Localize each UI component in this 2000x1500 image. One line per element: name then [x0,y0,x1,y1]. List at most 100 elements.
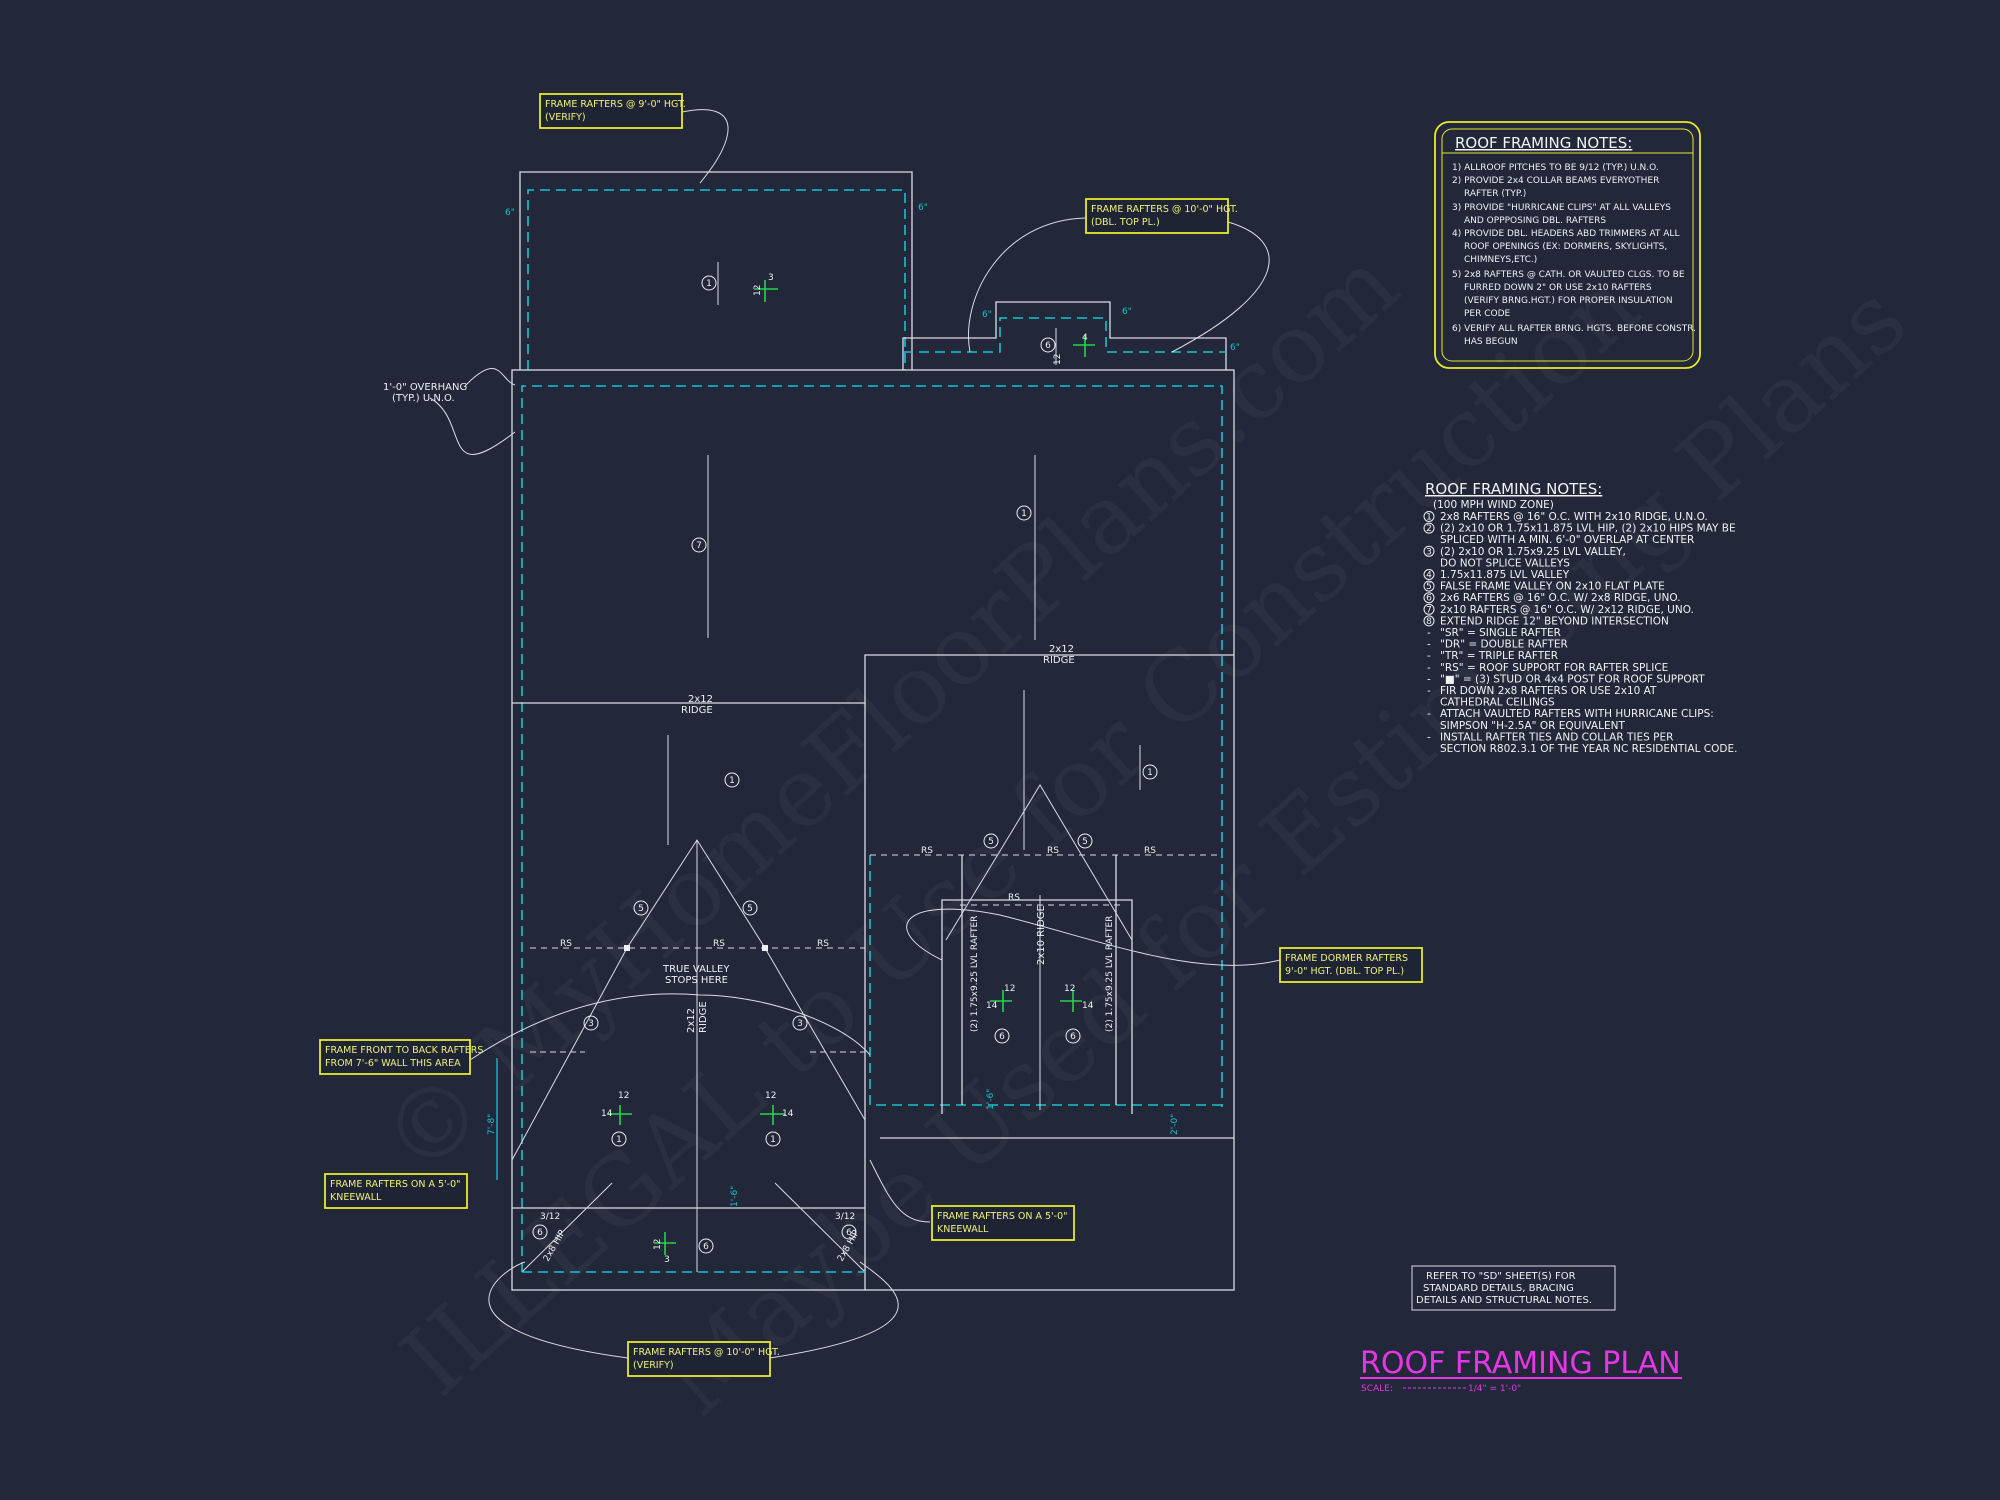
six-inch-2: 6" [918,203,928,213]
callout-top-left-1: FRAME RAFTERS @ 9'-0" HGT. [545,99,686,110]
mark-6f-label: 6 [846,1228,852,1238]
rs-label-6: RS [1144,846,1156,856]
legend-mark-label: 3 [1426,547,1432,557]
pitch-3-12-left: 3/12 [540,1212,560,1222]
legend-row-text: FIR DOWN 2x8 RAFTERS OR USE 2x10 AT [1440,685,1657,697]
legend-mark-label: 4 [1426,571,1432,581]
six-inch-4: 6" [1122,307,1132,317]
legend-mark-circle [1423,580,1435,592]
legend-mark-label: 6 [1426,594,1432,604]
top-left-bay-wall [519,171,913,370]
gn-line-10: FURRED DOWN 2" OR USE 2x10 RAFTERS [1464,283,1652,293]
main-ridge-size: 2x12 [688,694,713,705]
legend-dash: - [1427,685,1431,697]
legend-mark-label: 1 [1426,513,1432,523]
mark-3a-label: 3 [588,1019,594,1029]
slope-dormer-right [1060,990,1082,1012]
rs-label-1: RS [560,939,572,949]
pitch-12-g: 12 [653,1239,663,1250]
pitch-4-a: 4 [1082,333,1088,343]
legend-row-text: "TR" = TRIPLE RAFTER [1440,650,1558,662]
mark-6e-label: 6 [537,1228,543,1238]
mark-5a-label: 5 [638,904,644,914]
bottom-hip-right [774,1182,866,1273]
rs-label-2: RS [713,939,725,949]
overhang-label-2: (TYP.) U.N.O. [392,393,455,404]
legend-subheading: (100 MPH WIND ZONE) [1433,499,1554,511]
legend-dash: - [1427,627,1431,639]
mark-5b-label: 5 [747,904,753,914]
legend-row-text: "SR" = SINGLE RAFTER [1440,627,1561,639]
legend-row-text: CATHEDRAL CEILINGS [1440,697,1555,709]
mark-5d-circle [1077,833,1093,849]
refer-box-outline [1411,1265,1616,1311]
callout-dormer-1: FRAME DORMER RAFTERS [1285,953,1408,964]
callout-top-mid-1: FRAME RAFTERS @ 10'-0" HGT. [1091,204,1238,215]
general-notes-outer-border [1434,121,1701,369]
pitch-12-e: 12 [1004,984,1015,994]
leader-top-left [681,109,729,184]
pitch-3-b: 3 [664,1255,670,1265]
legend-row-text: SPLICED WITH A MIN. 6'-0" OVERLAP AT CEN… [1440,534,1694,546]
legend-mark-label: 2 [1426,524,1432,534]
callout-bottom-box [627,1341,771,1377]
left-valley-lines [511,839,866,1161]
right-wing-outline [864,654,1234,1290]
pitch-3-a: 3 [768,273,774,283]
mark-6a-circle [1040,337,1056,353]
legend-mark-circle [1423,545,1435,557]
right-wing-overhang [869,855,1222,1106]
main-body-outline [511,369,1235,1291]
legend-dash: - [1427,673,1431,685]
rs-label-3: RS [817,939,829,949]
pitch-14-a: 14 [601,1109,613,1119]
bottom-hip-left [521,1182,613,1273]
gn-line-6: 4) PROVIDE DBL. HEADERS ABD TRIMMERS AT … [1452,229,1679,239]
mark-1b-label: 1 [1021,509,1027,519]
right-ridge-word: RIDGE [1043,655,1075,666]
pitch-12-c: 12 [618,1091,629,1101]
mark-1d-circle [1142,764,1158,780]
rs-label-4: RS [921,846,933,856]
mark-1e-circle [611,1131,627,1147]
legend-row-text: "RS" = ROOF SUPPORT FOR RAFTER SPLICE [1440,662,1668,674]
callout-top-mid-box [1085,198,1229,234]
slope-markers: 12 3 12 4 12 14 12 14 12 14 12 14 12 3 [601,273,1095,1265]
dim-1-6-right: 1'-6" [986,1089,996,1110]
legend-row-text: 1.75x11.875 LVL VALLEY [1440,569,1570,581]
mark-6f-circle [841,1224,857,1240]
slope-left [608,1105,632,1125]
callout-front-back-box [319,1039,471,1075]
callouts: FRAME RAFTERS @ 9'-0" HGT. (VERIFY) FRAM… [319,93,1423,1377]
leader-dormer [906,908,1281,966]
legend-row-text: ATTACH VAULTED RAFTERS WITH HURRICANE CL… [1440,708,1714,720]
legend-row-text: EXTEND RIDGE 12" BEYOND INTERSECTION [1440,615,1669,627]
callout-kneewall-right-box [931,1205,1075,1241]
mark-1d-label: 1 [1147,768,1153,778]
callout-front-back-2: FROM 7'-6" WALL THIS AREA [325,1058,461,1069]
callout-dormer-2: 9'-0" HGT. (DBL. TOP PL.) [1285,966,1404,977]
gn-line-12: PER CODE [1464,309,1511,319]
legend-mark-circle [1423,522,1435,534]
mark-1-circle [701,275,717,291]
six-inch-5: 6" [1230,343,1240,353]
mark-3b-circle [792,1015,808,1031]
legend-mark-circle [1423,603,1435,615]
refer-line-3: DETAILS AND STRUCTURAL NOTES. [1416,1295,1592,1306]
rs-label-5: RS [1047,846,1059,856]
pitch-12-f: 12 [1064,984,1075,994]
gn-line-5: AND OPPPOSING DBL. RAFTERS [1464,216,1606,226]
mark-6e-circle [532,1224,548,1240]
callout-dormer-box [1279,947,1423,983]
dim-7-8: 7'-8" [487,1114,497,1135]
right-ridge-size: 2x12 [1049,644,1074,655]
dim-1-6-left: 1'-6" [730,1186,740,1207]
callout-kneewall-right-2: KNEEWALL [937,1224,989,1235]
legend-dash: - [1427,708,1431,720]
legend-notes: ROOF FRAMING NOTES: (100 MPH WIND ZONE) … [1423,480,1737,755]
legend-row-text: FALSE FRAME VALLEY ON 2x10 FLAT PLATE [1440,581,1665,593]
gn-line-7: ROOF OPENINGS (EX: DORMERS, SKYLIGHTS, [1464,242,1667,252]
legend-mark-circle [1423,615,1435,627]
